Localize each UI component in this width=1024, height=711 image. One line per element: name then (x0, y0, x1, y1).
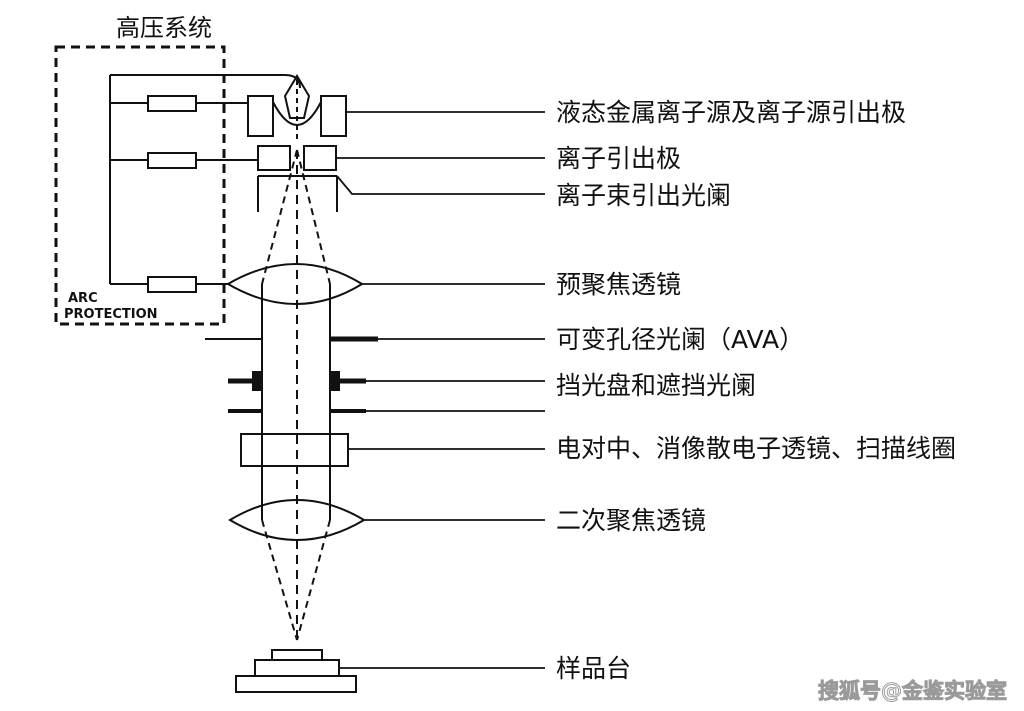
resistor-2 (147, 152, 197, 169)
ion-source (247, 74, 347, 140)
protection-label: PROTECTION (64, 307, 158, 322)
resistor-1 (147, 95, 197, 112)
watermark: 搜狐号@金鉴实验室 (818, 679, 1007, 703)
label-deflector: 电对中、消像散电子透镜、扫描线圈 (556, 434, 956, 463)
label-blanker: 挡光盘和遮挡光阑 (556, 371, 756, 400)
label-ion-source: 液态金属离子源及离子源引出极 (556, 98, 906, 127)
label-sample-stage: 样品台 (556, 654, 631, 683)
label-variable-aperture: 可变孔径光阑（AVA） (556, 325, 804, 354)
label-condenser-lens: 预聚焦透镜 (556, 270, 681, 299)
condenser-lens-shape (226, 263, 364, 305)
high-voltage-label: 高压系统 (116, 14, 212, 42)
label-extraction-electrode: 离子引出极 (556, 144, 681, 173)
sample-stage (235, 649, 357, 693)
arc-label: ARC (68, 291, 98, 306)
label-beam-aperture: 离子束引出光阑 (556, 181, 731, 210)
deflector-box (240, 433, 349, 467)
resistor-3 (147, 276, 197, 293)
label-objective-lens: 二次聚焦透镜 (556, 506, 706, 535)
hv-wire-top (110, 74, 301, 89)
beam-aperture (257, 175, 338, 212)
high-voltage-box (54, 45, 226, 326)
